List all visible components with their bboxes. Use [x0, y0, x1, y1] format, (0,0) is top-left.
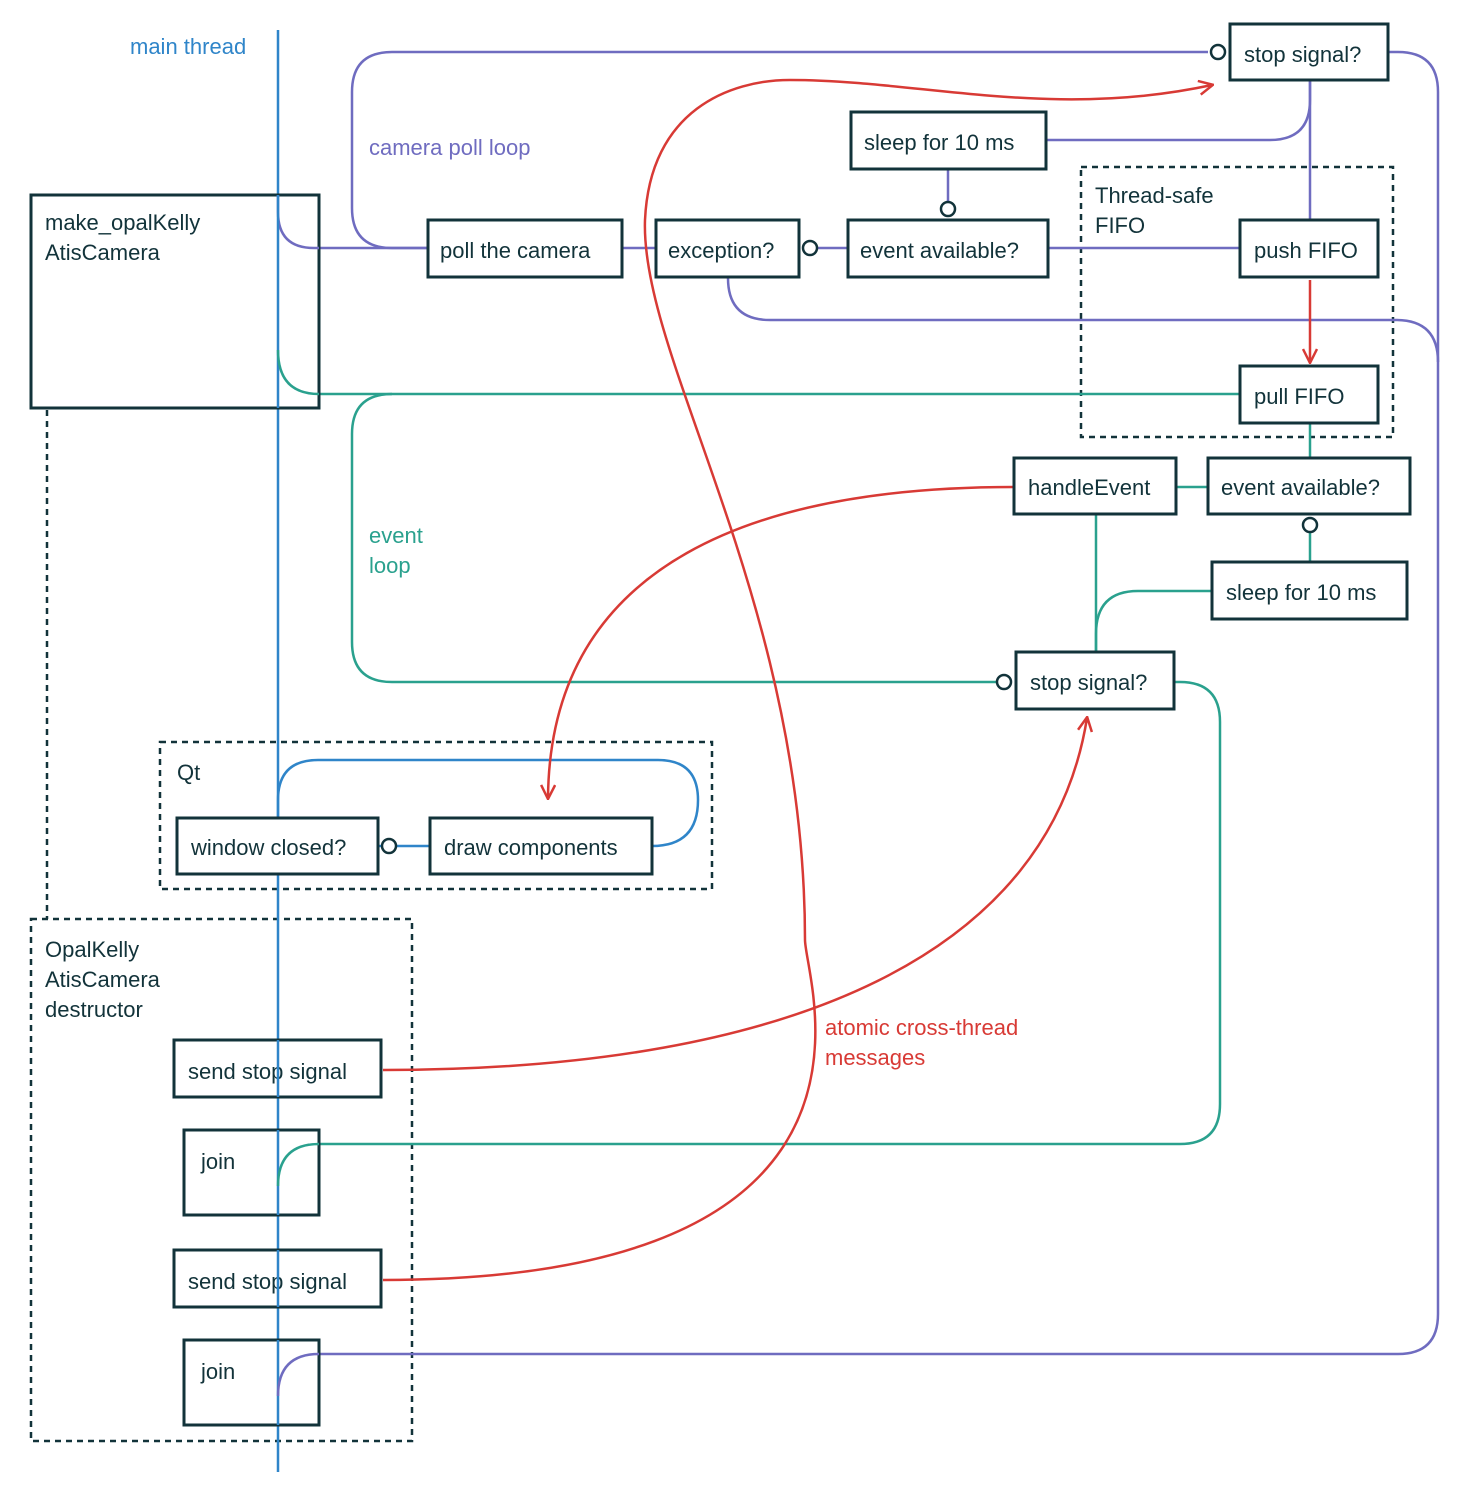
join-label-2: join — [200, 1359, 235, 1384]
main-thread-label: main thread — [130, 34, 246, 59]
make-camera-box: make_opalKelly AtisCamera — [29, 193, 321, 410]
destructor-label-3: destructor — [45, 997, 143, 1022]
push-fifo-label: push FIFO — [1254, 238, 1358, 263]
event-loop-back-line — [350, 392, 996, 684]
join-poll-overlay — [276, 1352, 320, 1397]
overlay-lines — [276, 195, 320, 1425]
make-camera-label-2: AtisCamera — [45, 240, 161, 265]
event-available-poll-box: event available? — [846, 218, 1050, 279]
poll-camera-box: poll the camera — [426, 218, 624, 279]
send-stop-label-1: send stop signal — [188, 1059, 347, 1084]
messages-label-2: messages — [825, 1045, 925, 1070]
messages-label-1: atomic cross-thread — [825, 1015, 1018, 1040]
window-closed-label: window closed? — [190, 835, 346, 860]
stop-signal-event-label: stop signal? — [1030, 670, 1147, 695]
destructor-frame — [29, 917, 414, 1443]
draw-components-label: draw components — [444, 835, 618, 860]
poll-loop-back-line — [350, 50, 1208, 250]
exception-box: exception? — [654, 218, 801, 279]
stop-signal-event-box: stop signal? — [1014, 650, 1176, 711]
qt-loop-line — [276, 758, 700, 848]
qt-frame — [158, 740, 714, 891]
poll-camera-label: poll the camera — [440, 238, 591, 263]
event-thread-start-line — [276, 349, 1242, 396]
sleep-poll-box: sleep for 10 ms — [849, 110, 1048, 171]
join-event-overlay — [276, 1142, 320, 1187]
event-available-event-label: event available? — [1221, 475, 1380, 500]
join-label-1: join — [200, 1149, 235, 1174]
exception-exit-line — [726, 277, 1440, 363]
send-stop-label-2: send stop signal — [188, 1269, 347, 1294]
message-lines — [382, 78, 1310, 1282]
stop-event-arrow — [382, 718, 1087, 1072]
destructor-label-1: OpalKelly — [45, 937, 139, 962]
handle-event-box: handleEvent — [1012, 456, 1178, 516]
event-loop-label-2: loop — [369, 553, 411, 578]
camera-poll-loop-label: camera poll loop — [369, 135, 530, 160]
thread-safe-fifo-frame — [1079, 165, 1395, 439]
push-fifo-box: push FIFO — [1238, 218, 1380, 279]
pull-fifo-box: pull FIFO — [1238, 364, 1380, 425]
event-loop-label-1: event — [369, 523, 423, 548]
thread-safe-label-2: FIFO — [1095, 213, 1145, 238]
stop-poll-arrow — [382, 78, 1212, 1282]
stop-signal-poll-box: stop signal? — [1228, 22, 1390, 82]
stop-event-connector — [995, 673, 1013, 691]
event-available-connector — [939, 200, 957, 218]
sleep-poll-label: sleep for 10 ms — [864, 130, 1014, 155]
exception-label: exception? — [668, 238, 774, 263]
stop-signal-poll-label: stop signal? — [1244, 42, 1361, 67]
window-closed-connector — [380, 837, 398, 855]
handle-event-label: handleEvent — [1028, 475, 1150, 500]
sleep-event-label: sleep for 10 ms — [1226, 580, 1376, 605]
sleep-to-stop-line — [1046, 80, 1312, 142]
sleep-event-box: sleep for 10 ms — [1210, 560, 1409, 621]
join-box-1: join — [182, 1128, 321, 1217]
qt-label: Qt — [177, 760, 200, 785]
destructor-label-2: AtisCamera — [45, 967, 161, 992]
window-closed-box: window closed? — [175, 816, 380, 876]
draw-components-box: draw components — [428, 816, 654, 876]
thread-safe-label-1: Thread-safe — [1095, 183, 1214, 208]
event-available-poll-label: event available? — [860, 238, 1019, 263]
make-camera-label-1: make_opalKelly — [45, 210, 200, 235]
pull-fifo-label: pull FIFO — [1254, 384, 1344, 409]
join-box-2: join — [182, 1338, 321, 1427]
sleep-to-stop-line-event — [1094, 589, 1212, 652]
make-camera-event-overlay — [276, 349, 320, 396]
connectors — [380, 43, 1319, 855]
event-available-event-connector — [1301, 516, 1319, 534]
event-available-event-box: event available? — [1206, 456, 1412, 516]
stop-poll-connector — [1209, 43, 1227, 61]
exception-connector — [801, 239, 819, 257]
handle-to-draw-arrow — [548, 485, 1015, 798]
